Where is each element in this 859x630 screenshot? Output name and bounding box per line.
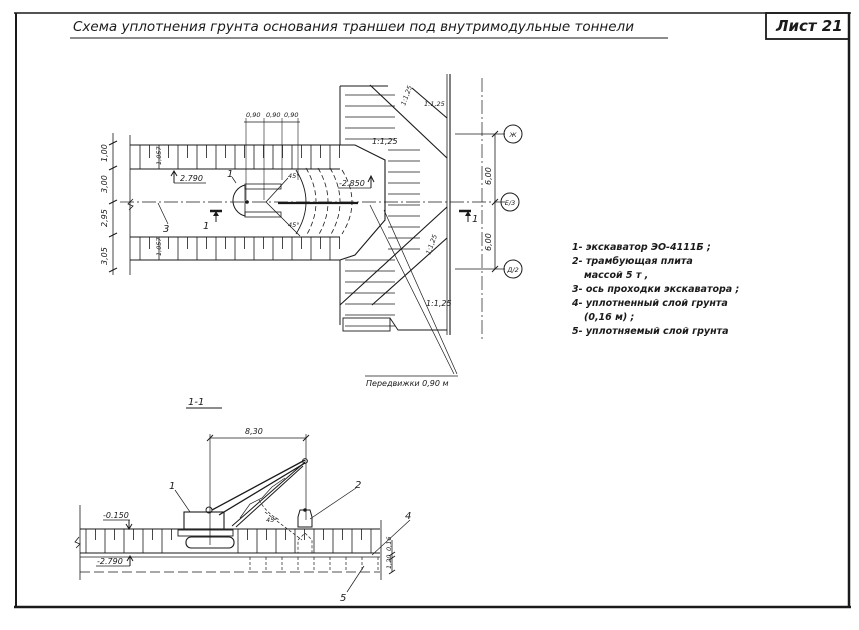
excavator-plan: 1 45° 45° bbox=[227, 169, 358, 237]
width-dim-2: 3,00 bbox=[100, 175, 109, 193]
axis-bubble-e3 bbox=[500, 192, 520, 212]
title-block: Схема уплотнения грунта основания транше… bbox=[70, 12, 850, 40]
section-mark-right: 1 bbox=[459, 209, 478, 225]
width-dim-1: 1,00 bbox=[100, 144, 109, 162]
step-dim-1: 0,90 bbox=[246, 111, 260, 119]
elevation-right: -2.850 bbox=[338, 174, 375, 189]
legend-item-2-cont: массой 5 т , bbox=[584, 270, 648, 281]
layer-mark-bottom: 1,057 bbox=[155, 237, 163, 256]
step-dimension-chain: 0,90 0,90 0,90 bbox=[244, 111, 300, 200]
svg-text:Д/2: Д/2 bbox=[506, 266, 518, 274]
sheet-number: Лист 21 bbox=[775, 17, 843, 35]
axis-bubble-d2 bbox=[503, 259, 523, 279]
layer-dim-compacted: 0,16 bbox=[385, 537, 393, 551]
slope-label-5: 1:1,25 bbox=[426, 299, 452, 308]
axis-spacing-2: 6,00 bbox=[484, 233, 493, 251]
pit-outline: 1:1,25 1:1,25 1:1,25 1:1,25 1:1,25 bbox=[339, 74, 452, 335]
svg-text:1: 1 bbox=[203, 221, 209, 232]
slope-label-1: 1:1,25 bbox=[399, 84, 414, 106]
callout-3: 3 bbox=[163, 224, 169, 235]
break-mark bbox=[127, 198, 134, 211]
section-callout-2: 2 bbox=[355, 480, 361, 491]
angle-label-top: 45° bbox=[288, 172, 300, 180]
axis-spacing-1: 6,00 bbox=[484, 167, 493, 185]
section-callout-1: 1 bbox=[169, 481, 175, 492]
layer-dim-to-compact: 1,20 bbox=[385, 555, 393, 569]
slope-label-2: 1:1,25 bbox=[424, 100, 445, 108]
legend-item-3: 3- ось проходки экскаватора ; bbox=[572, 284, 740, 295]
step-dim-2: 0,90 bbox=[266, 111, 280, 119]
svg-text:Передвижки 0,90 м: Передвижки 0,90 м bbox=[366, 379, 449, 388]
reach-dim: 8,30 bbox=[245, 427, 263, 436]
svg-text:2.790: 2.790 bbox=[180, 174, 203, 183]
moves-note: Передвижки 0,90 м bbox=[365, 204, 458, 388]
svg-text:-2.790: -2.790 bbox=[97, 557, 123, 566]
section-mark-left: 1 bbox=[203, 209, 222, 232]
section-angle: 45° bbox=[266, 516, 278, 524]
svg-text:1: 1 bbox=[472, 214, 478, 225]
elevation-left: 2.790 bbox=[170, 170, 206, 184]
legend-item-2: 2- трамбующая плита bbox=[572, 256, 693, 267]
width-dimension-chain: 1,00 3,00 2,95 3,05 bbox=[100, 133, 118, 275]
axis-bubble-zh bbox=[503, 124, 523, 144]
section-elevation-top: -0.150 bbox=[103, 511, 133, 530]
compaction-arcs bbox=[305, 167, 353, 237]
excavator-pivot bbox=[245, 200, 249, 204]
callout-1: 1 bbox=[227, 169, 233, 180]
section-elevation-bottom: -2.790 bbox=[96, 555, 134, 567]
legend-item-4-cont: (0,16 м) ; bbox=[584, 312, 635, 323]
drawing-title: Схема уплотнения грунта основания транше… bbox=[73, 19, 634, 35]
legend-item-1: 1- экскаватор ЭО-4111Б ; bbox=[572, 242, 711, 253]
section-1-1: 1-1 8,30 -0.150 -2.790 bbox=[74, 397, 411, 604]
section-callout-5: 5 bbox=[340, 593, 346, 604]
step-dim-3: 0,90 bbox=[284, 111, 298, 119]
svg-text:-0.150: -0.150 bbox=[103, 511, 129, 520]
section-title: 1-1 bbox=[188, 397, 204, 408]
legend: 1- экскаватор ЭО-4111Б ; 2- трамбующая п… bbox=[571, 242, 740, 337]
trench-slope-bands: 1,057 1,057 bbox=[129, 135, 340, 275]
angle-label-bottom: 45° bbox=[288, 221, 300, 229]
section-callout-4: 4 bbox=[405, 511, 411, 522]
grid-axes: 6,00 6,00 Ж Е/3 Д/2 bbox=[455, 78, 523, 340]
plan-view: 1,00 3,00 2,95 3,05 1,057 1,057 3 2.790 bbox=[100, 74, 523, 388]
slope-label-3: 1:1,25 bbox=[372, 137, 398, 146]
width-dim-3: 2,95 bbox=[100, 209, 109, 227]
excavator-side: 1 bbox=[169, 458, 308, 549]
sheet-frame bbox=[14, 12, 851, 609]
legend-item-5: 5- уплотняемый слой грунта bbox=[572, 326, 729, 337]
legend-item-4: 4- уплотненный слой грунта bbox=[571, 298, 728, 309]
tamping-plate: 2 bbox=[297, 480, 361, 554]
svg-text:Ж: Ж bbox=[508, 131, 517, 139]
svg-text:Е/3: Е/3 bbox=[505, 199, 515, 207]
width-dim-4: 3,05 bbox=[100, 247, 109, 265]
slope-label-4: 1:1,25 bbox=[424, 233, 439, 255]
layer-dimensions: 0,16 1,20 bbox=[385, 537, 396, 575]
layer-mark-top: 1,057 bbox=[155, 146, 163, 165]
svg-text:-2.850: -2.850 bbox=[339, 179, 365, 188]
